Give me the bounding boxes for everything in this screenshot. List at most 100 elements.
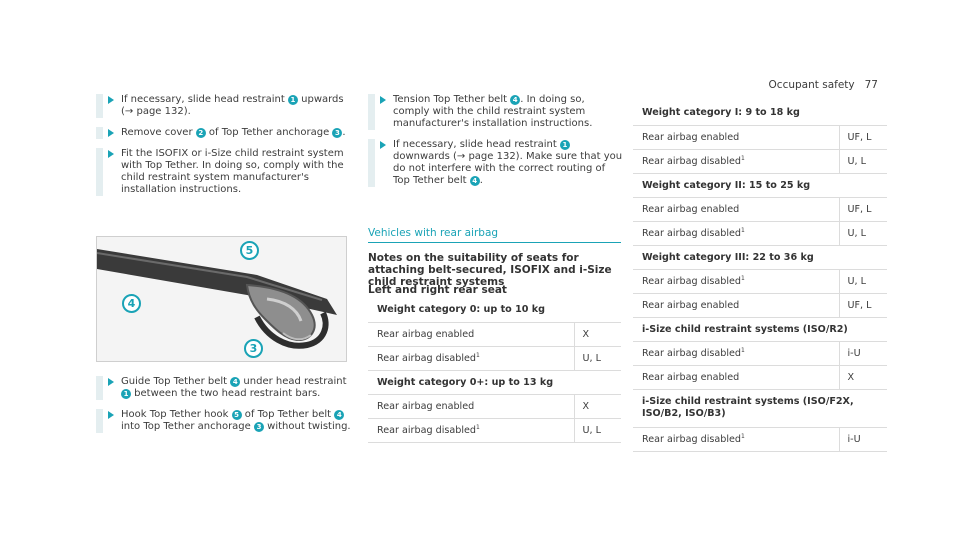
instruction-step: Tension Top Tether belt 4. In doing so, … [368,94,624,130]
footnote-marker: 1 [741,275,745,282]
left-steps-top: If necessary, slide head restraint 1 upw… [96,94,352,205]
airbag-status-label: Rear airbag enabled [633,365,839,390]
airbag-status-text: Rear airbag disabled [377,425,476,436]
step-text: If necessary, slide head restraint [121,94,288,105]
airbag-status-label: Rear airbag disabled1 [633,221,839,246]
item-number-badge: 4 [230,377,241,387]
instruction-step: Remove cover 2 of Top Tether anchorage 3… [96,127,352,139]
step-text: page 132). Make sure that you do not int… [393,151,623,186]
airbag-status-text: Rear airbag enabled [642,131,740,143]
airbag-status-text: Rear airbag disabled [642,348,741,359]
step-text: Fit the ISOFIX or i-Size child restraint… [121,148,344,195]
airbag-status-row: Rear airbag enabled UF, L [633,293,887,318]
callout-4: 4 [122,294,141,313]
item-number-badge: 1 [287,95,298,105]
item-number-badge: 3 [332,128,343,138]
airbag-status-text: Rear airbag disabled [642,156,741,167]
airbag-status-text: Rear airbag enabled [377,328,475,340]
step-text: between the two head restraint bars. [131,388,321,399]
weight-category-label: Weight category 0: up to 10 kg [368,298,621,323]
airbag-status-text: Rear airbag disabled [377,353,476,364]
seat-heading: Left and right rear seat [368,284,507,296]
footnote-marker: 1 [476,352,480,359]
item-number-badge: 4 [469,176,480,186]
page-reference-arrow: → [124,106,134,117]
top-tether-figure: 5 4 3 [96,236,347,362]
airbag-status-label: Rear airbag disabled1 [633,341,839,366]
weight-category-label: i-Size child restraint systems (ISO/F2X,… [633,389,887,428]
item-number-badge: 4 [510,95,521,105]
item-number-badge: 1 [559,140,570,150]
step-arrow-icon [108,411,114,419]
step-text: Guide Top Tether belt [121,376,231,387]
weight-category-row: Weight category 0: up to 10 kg [368,298,621,323]
item-number-badge: 1 [121,389,131,399]
suitability-value: X [573,394,621,419]
step-text: downwards ( [393,151,457,162]
airbag-status-text: Rear airbag disabled [642,276,741,287]
weight-category-row: i-Size child restraint systems (ISO/R2) [633,317,887,342]
instruction-step: If necessary, slide head restraint 1 upw… [96,94,352,118]
callout-5: 5 [240,241,259,260]
page-number: 77 [864,79,878,91]
step-text: . [342,127,346,138]
item-number-badge: 5 [231,410,242,420]
step-text: Tension Top Tether belt [393,94,511,105]
airbag-status-label: Rear airbag enabled [633,197,839,222]
airbag-status-label: Rear airbag enabled [368,394,574,419]
suitability-value: U, L [838,149,887,174]
item-number-badge: 4 [334,410,345,420]
suitability-value: i-U [838,341,887,366]
step-arrow-icon [108,378,114,386]
item-number-badge: 3 [254,422,264,432]
section-title: Vehicles with rear airbag [368,227,499,239]
step-arrow-icon [108,150,114,158]
weight-category-label: Weight category I: 9 to 18 kg [633,101,887,126]
step-text: of Top Tether anchorage [205,127,333,138]
top-tether-illustration [97,237,346,361]
airbag-status-label: Rear airbag disabled1 [633,149,839,174]
airbag-status-label: Rear airbag enabled [633,125,839,150]
suitability-value: U, L [573,418,621,443]
suitability-value: UF, L [838,293,887,318]
step-arrow-icon [108,96,114,104]
left-steps-bottom: Guide Top Tether belt 4 under head restr… [96,376,352,442]
airbag-status-text: Rear airbag enabled [642,203,740,215]
airbag-status-label: Rear airbag enabled [633,293,839,318]
weight-category-label: Weight category II: 15 to 25 kg [633,173,887,198]
weight-category-row: Weight category II: 15 to 25 kg [633,173,887,198]
step-text: into Top Tether anchorage [121,421,254,432]
airbag-status-text: Rear airbag enabled [642,299,740,311]
airbag-status-label: Rear airbag disabled1 [633,427,839,452]
step-text: . [479,175,483,186]
weight-category-row: i-Size child restraint systems (ISO/F2X,… [633,389,887,428]
suitability-value: i-U [838,427,887,452]
step-text: page 132). [133,106,191,117]
airbag-status-label: Rear airbag enabled [368,322,574,347]
airbag-status-label: Rear airbag disabled1 [368,346,574,371]
weight-category-label: i-Size child restraint systems (ISO/R2) [633,317,887,342]
step-text: Hook Top Tether hook [121,409,232,420]
weight-category-label: Weight category III: 22 to 36 kg [633,245,887,270]
airbag-status-text: Rear airbag enabled [642,371,740,383]
suitability-value: UF, L [838,125,887,150]
footnote-marker: 1 [741,155,745,162]
middle-steps: Tension Top Tether belt 4. In doing so, … [368,94,624,196]
notes-heading: Notes on the suitability of seats for at… [368,252,612,288]
instruction-step: Hook Top Tether hook 5 of Top Tether bel… [96,409,352,433]
step-text: of Top Tether belt [241,409,335,420]
callout-3: 3 [244,339,263,358]
suitability-table-middle: Weight category 0: up to 10 kg Rear airba… [368,298,621,443]
page-reference-arrow: → [456,151,466,162]
step-text: If necessary, slide head restraint [393,139,560,150]
